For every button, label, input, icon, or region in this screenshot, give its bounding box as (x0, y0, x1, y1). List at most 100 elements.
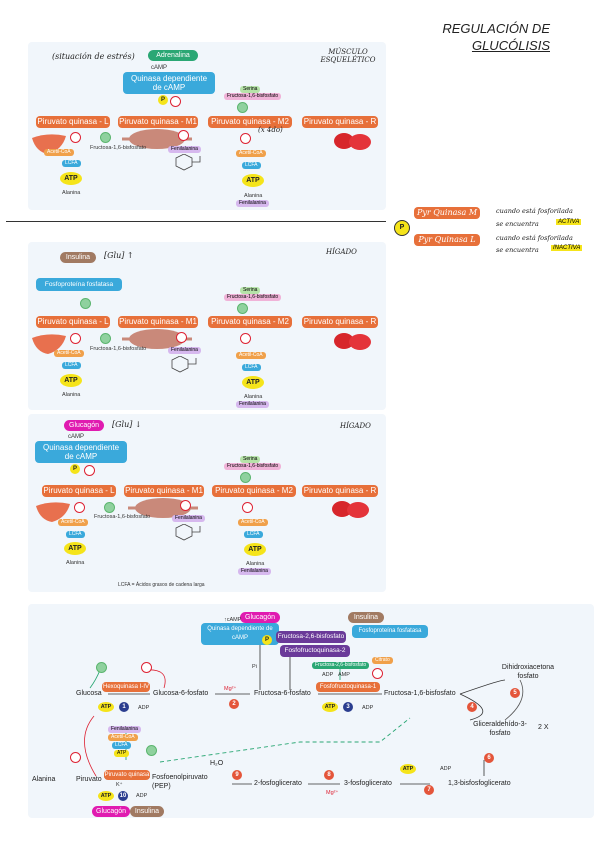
step-7-badge: 7 (424, 785, 434, 795)
dhap-label: Dihidroxiacetona fosfato (501, 664, 555, 680)
title-line-1: REGULACIÓN DE (442, 21, 550, 36)
phosphatase-box: Fosfoproteína fosfatasa (36, 278, 122, 291)
pfk2-box: Fosfofructoquinasa-2 (280, 645, 350, 657)
page-title: REGULACIÓN DE GLUCÓLISIS (442, 20, 550, 54)
glucagon-badge: Glucagón (64, 420, 104, 431)
pk-m2-box: Piruvato quinasa - M2 (208, 116, 292, 128)
activate-icon (146, 745, 157, 756)
glucose-high-note: [Glu] ↑ (104, 251, 134, 260)
phenylalanine-structure-icon (170, 523, 204, 551)
inhibit-icon (84, 465, 95, 476)
tissue-label: MÚSCULO ESQUELÉTICO (320, 48, 376, 64)
m2-alanine-label: Alanina (246, 561, 265, 567)
serine-tag: Serina (240, 456, 261, 463)
inhibit-icon (170, 96, 181, 107)
stress-note: (situación de estrés) (52, 52, 135, 61)
section-divider (6, 221, 386, 222)
activate-icon (237, 303, 248, 314)
title-line-2: GLUCÓLISIS (471, 38, 550, 53)
m2-phenylalanine-tag: Fenilalanina (236, 401, 269, 408)
step-6-badge: 6 (484, 753, 494, 763)
m2-alanine-label: Alanina (244, 394, 263, 400)
step3-atp: ATP (322, 702, 338, 712)
step-1-badge: 1 (119, 702, 129, 712)
inhibit-icon (70, 752, 81, 763)
alanine-label: Alanina (62, 392, 81, 398)
pg3-label: 3-fosfoglicerato (344, 780, 392, 787)
inhibit-icon (180, 500, 191, 511)
step10-atp: ATP (98, 791, 114, 801)
step3-adp: ADP (362, 705, 374, 711)
f16bp-m2-tag: Fructosa-1,6-bisfosfato (224, 294, 282, 301)
rbc-icon (330, 498, 370, 525)
pk-m2-box: Piruvato quinasa - M2 (208, 316, 292, 328)
step-5-badge: 5 (510, 688, 520, 698)
inhibit-icon (74, 502, 85, 513)
activate-icon (100, 333, 111, 344)
citrate-tag: Citrato (372, 657, 393, 664)
camp-kinase-box: Quinasa dependiente de cAMP (123, 72, 215, 94)
pfk-amp-label: AMP (338, 672, 350, 678)
pk-m1-box: Piruvato quinasa - M1 (124, 485, 204, 497)
step-4-badge: 4 (467, 702, 477, 712)
activate-icon (240, 472, 251, 483)
step-10-badge: 10 (118, 791, 128, 801)
m2-alanine-label: Alanina (244, 193, 263, 199)
f16bp-label: Fructosa-1,6-bisfosfato (90, 145, 147, 151)
adrenaline-badge: Adrenalina (148, 50, 198, 61)
pk-r-box: Piruvato quinasa - R (302, 116, 378, 128)
phenylalanine-tag: Fenilalanina (168, 347, 201, 354)
camp-kinase-box: Quinasa dependiente de cAMP (35, 441, 127, 463)
glucagon-badge: Glucagón (240, 612, 280, 623)
legend-m-text1: cuando está fosforilada (496, 207, 573, 215)
legend-p-icon: P (394, 220, 410, 236)
m2-atp-icon: ATP (242, 376, 264, 389)
phospho-p-icon: P (262, 635, 272, 645)
camp-kinase-box: Quinasa dependiente de cAMP (201, 623, 279, 645)
muscle-icon (122, 328, 192, 355)
m2-atp-icon: ATP (242, 174, 264, 187)
step-3-badge: 3 (343, 702, 353, 712)
pk-inhibitor-acetylcoa: Acetil-CoA (108, 734, 138, 741)
pk-m2-box: Piruvato quinasa - M2 (212, 485, 296, 497)
activate-icon (80, 298, 91, 309)
phosphatase-box: Fosfoproteína fosfatasa (352, 625, 428, 638)
pk-m1-box: Piruvato quinasa - M1 (118, 116, 198, 128)
lcfa-tag: LCFA (62, 160, 81, 167)
atp-icon: ATP (60, 172, 82, 185)
step-9-badge: 9 (232, 770, 242, 780)
pk-l-box: Piruvato quinasa - L (36, 316, 110, 328)
pk-inhibitor-atp: ATP (114, 750, 130, 757)
pk-box: Piruvato quinasa (104, 770, 150, 780)
pyruvate-label: Piruvato (76, 776, 102, 783)
m2-atp-icon: ATP (244, 543, 266, 556)
atp-icon: ATP (60, 374, 82, 387)
activate-icon (237, 102, 248, 113)
m2-lcfa-tag: LCFA (242, 364, 261, 371)
m2-acetylcoa-tag: Acetil-CoA (236, 150, 266, 157)
legend-m-text2: se encuentra (496, 220, 539, 228)
pep-label: Fosfoenolpiruvato (PEP) (152, 774, 208, 790)
alanine-label: Alanina (66, 560, 85, 566)
phenylalanine-structure-icon (166, 355, 200, 383)
mg-label: Mg²⁺ (224, 686, 237, 692)
atp-icon: ATP (64, 542, 86, 555)
legend-m-state: ACTIVA (556, 219, 582, 225)
bpg13-label: 1,3-bisfosfoglicerato (448, 780, 511, 787)
lcfa-tag: LCFA (62, 362, 81, 369)
acetylcoa-tag: Acetil-CoA (54, 350, 84, 357)
m2-phenylalanine-tag: Fenilalanina (236, 200, 269, 207)
inhibit-icon (70, 132, 81, 143)
camp-label: cAMP (151, 65, 168, 71)
pk-l-box: Piruvato quinasa - L (36, 116, 110, 128)
rbc-icon (332, 130, 372, 157)
phospho-p-icon: P (70, 464, 80, 474)
mg-label: Mg²⁺ (326, 790, 339, 796)
m2-acetylcoa-tag: Acetil-CoA (238, 519, 268, 526)
step7-adp: ADP (440, 766, 452, 772)
step-8-badge: 8 (324, 770, 334, 780)
step1-atp: ATP (98, 702, 114, 712)
serine-tag: Serina (240, 86, 261, 93)
pfk1-box: Fosfofructoquinasa-1 (316, 682, 380, 692)
serine-tag: Serina (240, 287, 261, 294)
